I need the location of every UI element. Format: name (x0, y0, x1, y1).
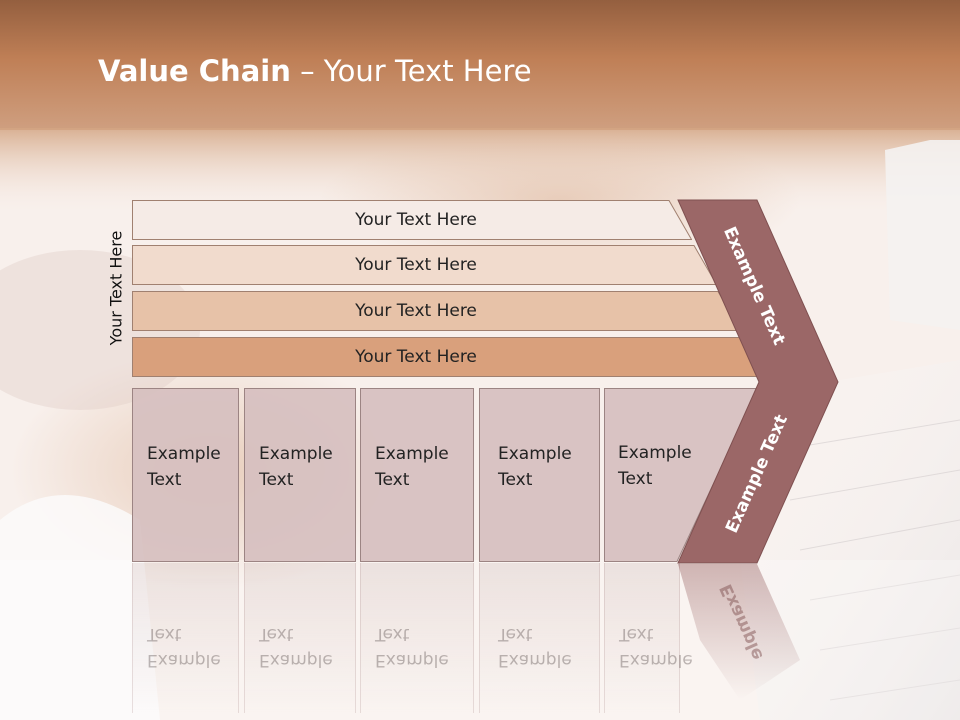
bar-4-label: Your Text Here (355, 347, 477, 367)
box-5-shape (604, 388, 759, 562)
box-1-line1: Example (147, 444, 221, 464)
box-3-line2: Text (375, 470, 410, 490)
bar-2-label: Your Text Here (355, 255, 477, 275)
bar-1: Your Text Here (132, 200, 693, 240)
slide-title: Value Chain – Your Text Here (98, 54, 532, 88)
title-bold: Value Chain (98, 54, 291, 88)
box-3-line1: Example (375, 444, 449, 464)
box-1-line2: Text (147, 470, 182, 490)
box-2-line1: Example (259, 444, 333, 464)
chevron-arrow-reflection (678, 564, 800, 700)
box-5-line2: Text (618, 469, 653, 489)
box-5-line1: Example (618, 443, 692, 463)
box-2-line2: Text (259, 470, 294, 490)
bar-3-label: Your Text Here (355, 301, 477, 321)
bar-1-label: Your Text Here (355, 210, 477, 230)
box-4-line1: Example (498, 444, 572, 464)
bar-2: Your Text Here (132, 245, 718, 285)
box-4-line2: Text (498, 470, 533, 490)
chevron-arrow-shape (677, 199, 839, 564)
title-rest: – Your Text Here (290, 54, 532, 88)
bar-1-shape (132, 200, 693, 240)
